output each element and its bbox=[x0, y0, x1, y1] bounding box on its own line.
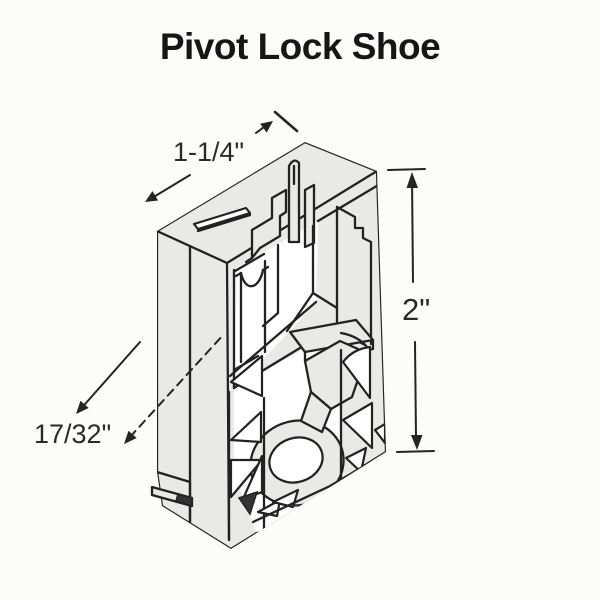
hook-cam bbox=[249, 318, 375, 507]
mounting-pin bbox=[150, 485, 194, 508]
dimension-leader-depth bbox=[76, 333, 225, 444]
top-face-details bbox=[157, 159, 382, 273]
dimension-arrows-width bbox=[145, 110, 299, 202]
dimension-label-height: 2" bbox=[402, 292, 431, 327]
dimension-line-height bbox=[387, 168, 435, 453]
lattice-webbing bbox=[227, 331, 386, 542]
dimension-label-width: 1-1/4" bbox=[173, 137, 245, 167]
dashed-leader-line bbox=[129, 333, 225, 438]
blade-tab bbox=[287, 159, 301, 244]
interior-cutaway bbox=[188, 224, 339, 542]
interior-cavity bbox=[234, 221, 318, 389]
page-title: Pivot Lock Shoe bbox=[159, 26, 441, 67]
part-body bbox=[157, 142, 386, 549]
dimension-label-depth: 17/32" bbox=[34, 419, 112, 449]
